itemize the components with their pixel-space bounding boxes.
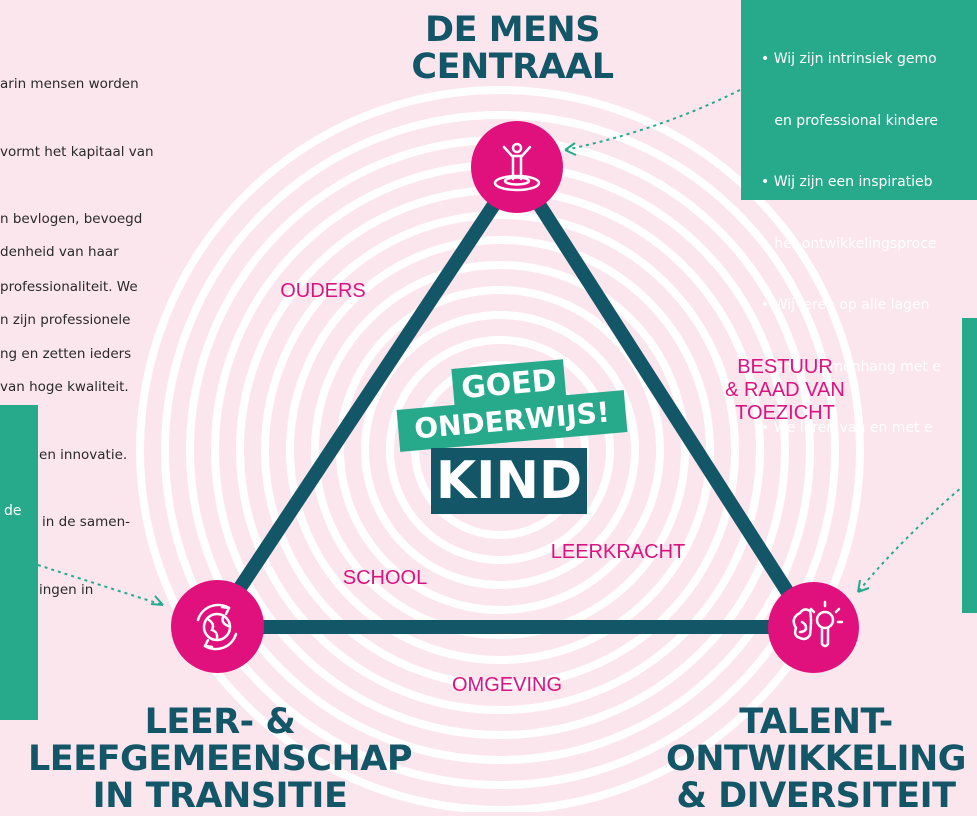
bullet-line: en professional kindere — [761, 112, 938, 129]
bullet-line: en in samenhang met e — [761, 358, 941, 375]
bullet-list: • Wij zijn intrinsiek gemo en profession… — [761, 8, 941, 480]
top-right-info-box: • Wij zijn intrinsiek gemo en profession… — [741, 0, 977, 436]
badge-kind: KIND — [431, 448, 587, 514]
intro-paragraph-2: denheid van haar n zijn professionele va… — [0, 196, 130, 646]
intro-line: arin mensen worden — [0, 76, 139, 92]
left-box-text: de — [4, 503, 22, 519]
intro-paragraph-1: arin mensen worden vormt het kapitaal va… — [0, 28, 154, 411]
bullet-line: • Wij zijn een inspiratieb — [761, 174, 933, 190]
vertex-circle-bottom-left — [171, 580, 264, 673]
heading-line: TALENT- — [739, 702, 893, 742]
triangle-frame — [207, 163, 817, 634]
connector-arrow-top-right — [564, 89, 741, 151]
intro-line: n bevlogen, bevoegd — [0, 211, 143, 227]
heading-line: LEEFGEMEENSCHAP — [27, 739, 413, 779]
brain-and-lightbulb-icon — [792, 600, 844, 648]
globe-with-cycle-arrows-icon — [196, 603, 238, 651]
heading-line: & DIVERSITEIT — [676, 776, 956, 816]
heading-line: ONTWIKKELING — [665, 739, 967, 779]
label-omgeving: OMGEVING — [451, 674, 562, 696]
label-bestuur: BESTUUR & RAAD VAN TOEZICHT — [725, 356, 845, 424]
heading-line: IN TRANSITIE — [92, 776, 348, 816]
bullet-line: het ontwikkelingsproce — [761, 235, 937, 252]
label-leerkracht: LEERKRACHT — [550, 541, 686, 563]
intro-line: vormt het kapitaal van — [0, 143, 154, 160]
intro-line: professionaliteit. We — [0, 278, 138, 295]
label-school: SCHOOL — [342, 567, 428, 589]
bullet-line: • Wij leren op alle lagen — [761, 297, 930, 313]
person-standing-on-target-icon — [493, 142, 541, 192]
intro-line: n zijn professionele — [0, 311, 131, 328]
heading-talentontwikkeling: TALENT- ONTWIKKELING & DIVERSITEIT — [655, 704, 977, 815]
bullet-line: • Wij zijn intrinsiek gemo — [761, 51, 937, 67]
heading-de-mens-centraal: DE MENS CENTRAAL — [400, 12, 625, 86]
heading-leer-leefgemeenschap: LEER- & LEEFGEMEENSCHAP IN TRANSITIE — [5, 704, 435, 815]
left-info-box: de — [0, 405, 38, 720]
connector-arrow-left — [37, 564, 164, 606]
right-info-box — [962, 318, 977, 613]
vertex-circle-bottom-right — [768, 582, 859, 673]
heading-line: CENTRAAL — [411, 47, 614, 87]
intro-line: ng en zetten ieders — [0, 346, 132, 362]
intro-line: van hoge kwaliteit. — [0, 379, 129, 395]
vertex-circle-top — [471, 121, 563, 213]
bullet-line: • We leren van en met e — [761, 420, 933, 436]
heading-line: LEER- & — [144, 702, 296, 742]
label-ouders: OUDERS — [280, 280, 366, 302]
connector-arrow-right — [857, 479, 971, 593]
heading-line: DE MENS — [425, 10, 600, 50]
intro-line: denheid van haar — [0, 244, 119, 260]
